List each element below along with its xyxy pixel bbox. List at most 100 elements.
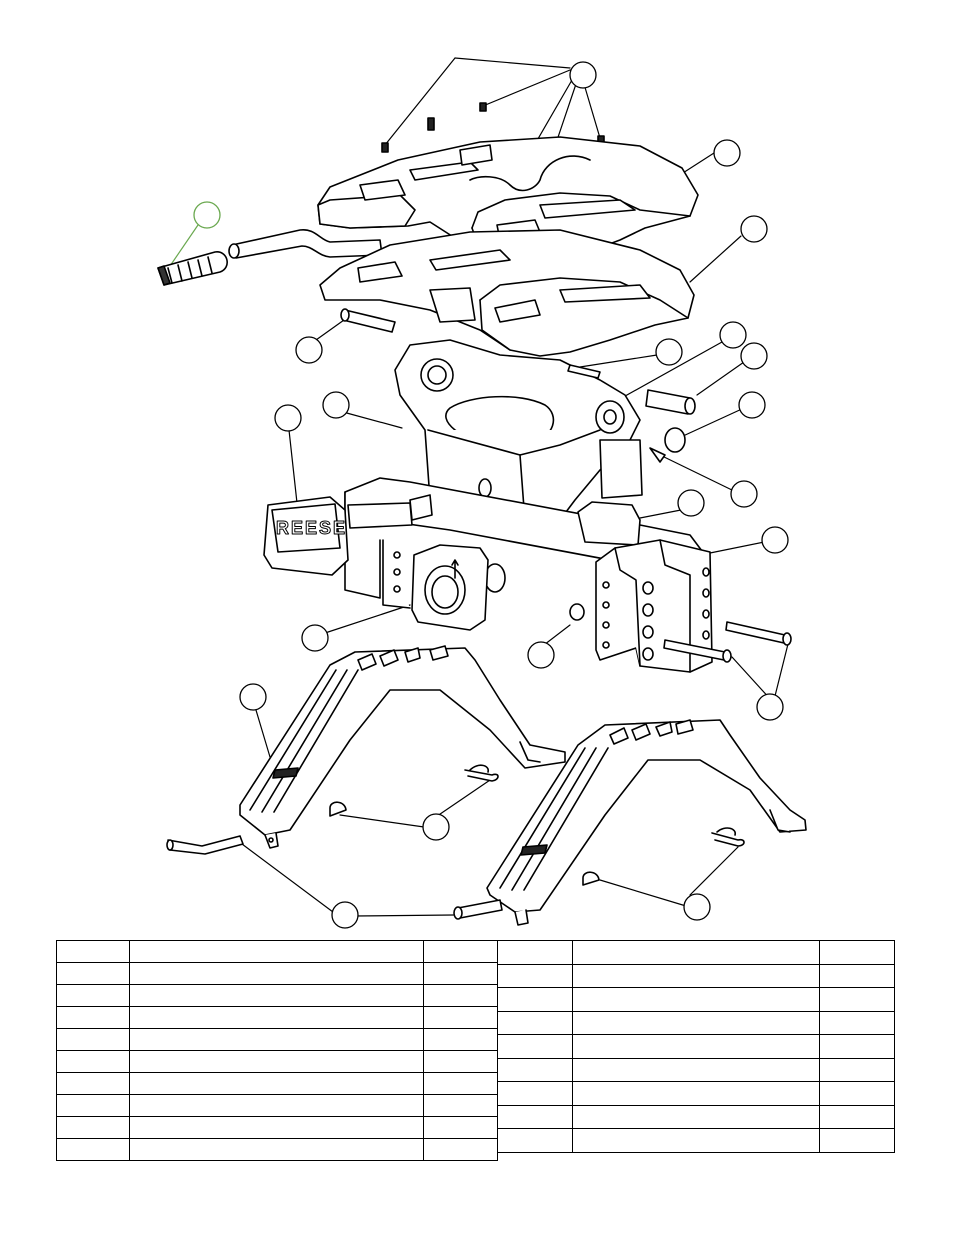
small-parts-right — [567, 364, 696, 463]
table-cell — [497, 1081, 573, 1106]
table-cell — [819, 963, 895, 988]
table-cell — [497, 1128, 573, 1153]
table-cell — [497, 987, 573, 1012]
table-row — [497, 1104, 895, 1129]
table-cell — [56, 1006, 130, 1029]
callout-circle — [569, 61, 597, 89]
table-cell — [572, 1010, 820, 1035]
callout-circle — [683, 893, 711, 921]
clip-pins — [166, 764, 745, 920]
table-cell — [129, 1072, 424, 1095]
table-cell — [819, 1104, 895, 1129]
table-row — [497, 1057, 895, 1082]
table-cell — [423, 940, 498, 963]
table-cell — [423, 1006, 498, 1029]
table-cell — [56, 1116, 130, 1139]
table-row — [56, 962, 498, 985]
table-header-row — [56, 940, 498, 963]
bushings — [411, 501, 641, 631]
table-cell — [423, 1072, 498, 1095]
table-cell — [129, 962, 424, 985]
top-plate — [317, 136, 699, 271]
table-row — [56, 1028, 498, 1051]
table-cell — [129, 1116, 424, 1139]
parts-table-right — [497, 940, 895, 1153]
table-cell — [56, 1050, 130, 1073]
table-cell — [423, 962, 498, 985]
table-cell — [819, 1057, 895, 1082]
callout-circle — [730, 480, 758, 508]
table-cell — [819, 1128, 895, 1153]
table-row — [497, 1034, 895, 1059]
table-cell — [56, 940, 130, 963]
callout-circle — [719, 321, 747, 349]
parts-table-left — [56, 940, 498, 1161]
table-cell — [129, 1028, 424, 1051]
handle-grip — [157, 251, 228, 286]
table-row — [56, 1116, 498, 1139]
table-cell — [819, 1081, 895, 1106]
table-cell — [129, 940, 424, 963]
table-cell — [56, 1028, 130, 1051]
table-cell — [497, 963, 573, 988]
table-row — [56, 1094, 498, 1117]
callout-circle — [713, 139, 741, 167]
table-cell — [572, 1081, 820, 1106]
table-cell — [56, 1094, 130, 1117]
table-row — [497, 1081, 895, 1106]
table-cell — [56, 1072, 130, 1095]
callout-circle — [322, 391, 350, 419]
callout-circle — [527, 641, 555, 669]
lower-plate — [319, 229, 695, 357]
left-leg — [239, 645, 566, 849]
reese-knob: REESE — [263, 496, 349, 576]
table-cell — [497, 1104, 573, 1129]
callout-circle — [740, 215, 768, 243]
table-row — [56, 1072, 498, 1095]
table-cell — [423, 1094, 498, 1117]
table-cell — [423, 984, 498, 1007]
table-cell — [572, 1034, 820, 1059]
table-cell — [56, 962, 130, 985]
table-row — [497, 1128, 895, 1153]
callout-circle — [677, 489, 705, 517]
table-cell — [423, 1028, 498, 1051]
table-cell — [56, 1138, 130, 1161]
callout-circle — [738, 391, 766, 419]
table-cell — [819, 987, 895, 1012]
callout-circle — [331, 901, 359, 929]
table-cell — [497, 1010, 573, 1035]
callout-circle — [655, 338, 683, 366]
table-cell — [497, 1034, 573, 1059]
table-cell — [572, 1057, 820, 1082]
table-header-row — [497, 940, 895, 965]
table-row — [497, 987, 895, 1012]
rail-plate — [595, 539, 713, 673]
callout-circle — [239, 683, 267, 711]
spacer-and-bolts — [569, 603, 792, 663]
table-cell — [572, 987, 820, 1012]
table-cell — [572, 1104, 820, 1129]
table-cell — [423, 1116, 498, 1139]
callout-circles — [193, 61, 789, 929]
table-row — [56, 1138, 498, 1161]
handle-rod — [228, 229, 383, 259]
head-casting — [394, 339, 643, 523]
table-row — [56, 1006, 498, 1029]
table-row — [497, 963, 895, 988]
table-cell — [497, 1057, 573, 1082]
callout-circle — [301, 624, 329, 652]
callout-circle — [740, 342, 768, 370]
exploded-parts-diagram: REESE — [157, 57, 807, 929]
right-leg — [486, 719, 807, 926]
callout-circle — [295, 336, 323, 364]
table-row — [497, 1010, 895, 1035]
callout-circle — [193, 201, 221, 229]
table-row — [56, 984, 498, 1007]
table-cell — [423, 1050, 498, 1073]
table-cell — [129, 984, 424, 1007]
table-row — [56, 1050, 498, 1073]
table-cell — [572, 963, 820, 988]
table-cell — [819, 1034, 895, 1059]
table-cell — [129, 1050, 424, 1073]
